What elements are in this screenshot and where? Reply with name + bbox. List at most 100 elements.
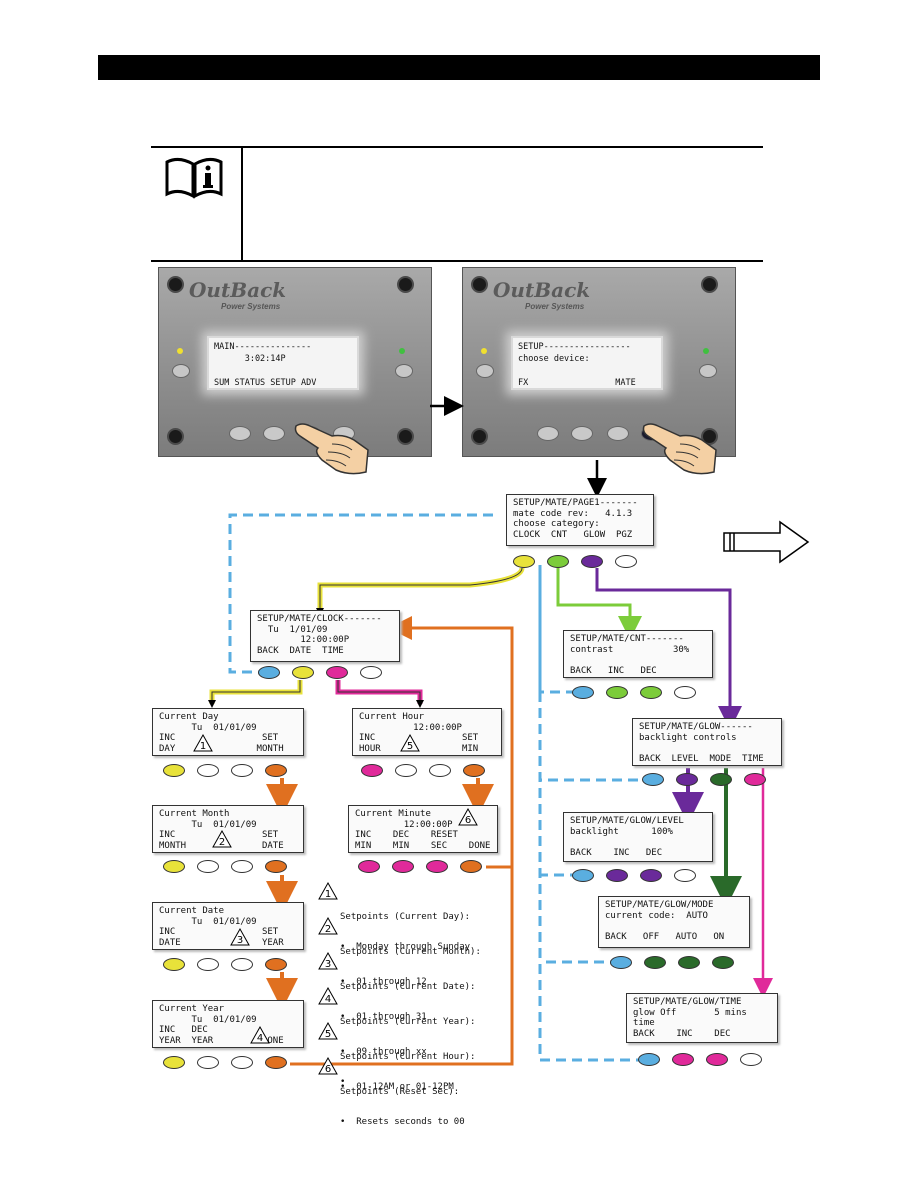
back-button[interactable] xyxy=(610,956,632,969)
legend-title: Setpoints (Current Hour): xyxy=(340,1052,476,1062)
inc-button[interactable] xyxy=(672,1053,694,1066)
soft-key-3[interactable] xyxy=(607,426,629,441)
set-min-button[interactable] xyxy=(463,764,485,777)
svg-text:1: 1 xyxy=(325,889,331,900)
setpoints-legend: 1 Setpoints (Current Day): • Monday thro… xyxy=(318,882,518,1127)
blank-button[interactable] xyxy=(197,958,219,971)
back-button[interactable] xyxy=(638,1053,660,1066)
step-number: 6 xyxy=(465,815,471,826)
logo: OutBack xyxy=(493,278,591,302)
screw-icon xyxy=(701,428,718,445)
blank-button[interactable] xyxy=(740,1053,762,1066)
legend-item: 6 Setpoints (Reset Sec): • Resets second… xyxy=(318,1057,518,1127)
left-arrow-button[interactable] xyxy=(476,364,494,378)
screw-icon xyxy=(471,276,488,293)
inc-date-button[interactable] xyxy=(163,958,185,971)
date-button[interactable] xyxy=(292,666,314,679)
screen-current-minute: Current Minute 12:00:00P INC DEC RESET M… xyxy=(348,805,498,853)
back-button[interactable] xyxy=(258,666,280,679)
right-arrow-button[interactable] xyxy=(395,364,413,378)
soft-key-1[interactable] xyxy=(537,426,559,441)
lcd-display: SETUP----------------- choose device: FX… xyxy=(511,336,663,390)
inc-year-button[interactable] xyxy=(163,1056,185,1069)
step-triangle-icon: 5 xyxy=(318,1022,338,1040)
step-6-triangle-icon: 6 xyxy=(458,808,478,826)
glow-button[interactable] xyxy=(581,555,603,568)
screw-icon xyxy=(167,276,184,293)
inc-day-button[interactable] xyxy=(163,764,185,777)
dec-button[interactable] xyxy=(706,1053,728,1066)
legend-title: Setpoints (Current Month): xyxy=(340,947,481,957)
set-month-button[interactable] xyxy=(265,764,287,777)
screen-current-day: Current Day Tu 01/01/09 INC SET DAY MONT… xyxy=(152,708,304,756)
back-button[interactable] xyxy=(572,686,594,699)
inc-button[interactable] xyxy=(606,686,628,699)
on-button[interactable] xyxy=(712,956,734,969)
legend-title: Setpoints (Current Date): xyxy=(340,982,476,992)
dec-button[interactable] xyxy=(640,869,662,882)
inc-min-button[interactable] xyxy=(358,860,380,873)
screen-current-date: Current Date Tu 01/01/09 INC SET DATE YE… xyxy=(152,902,304,950)
blank-button[interactable] xyxy=(429,764,451,777)
clock-button[interactable] xyxy=(513,555,535,568)
blank-button[interactable] xyxy=(197,764,219,777)
back-button[interactable] xyxy=(572,869,594,882)
logo-subtitle: Power Systems xyxy=(525,302,585,311)
dec-button[interactable] xyxy=(640,686,662,699)
level-button[interactable] xyxy=(676,773,698,786)
step-number: 5 xyxy=(407,741,413,752)
screen-setup-mate-glow-mode: SETUP/MATE/GLOW/MODE current code: AUTO … xyxy=(598,896,750,948)
dec-min-button[interactable] xyxy=(392,860,414,873)
blank-button[interactable] xyxy=(395,764,417,777)
reset-sec-button[interactable] xyxy=(426,860,448,873)
legend-line: • 09 through xx xyxy=(340,1047,427,1057)
blank-button[interactable] xyxy=(231,1056,253,1069)
set-date-button[interactable] xyxy=(265,860,287,873)
inc-button[interactable] xyxy=(606,869,628,882)
blank-button[interactable] xyxy=(197,860,219,873)
off-button[interactable] xyxy=(644,956,666,969)
inc-month-button[interactable] xyxy=(163,860,185,873)
back-button[interactable] xyxy=(642,773,664,786)
pgz-button[interactable] xyxy=(615,555,637,568)
soft-key-1[interactable] xyxy=(229,426,251,441)
soft-key-2[interactable] xyxy=(263,426,285,441)
mode-button[interactable] xyxy=(710,773,732,786)
auto-button[interactable] xyxy=(678,956,700,969)
blank-button[interactable] xyxy=(231,764,253,777)
right-arrow-button[interactable] xyxy=(699,364,717,378)
hollow-arrow-right-icon xyxy=(723,520,810,564)
left-arrow-button[interactable] xyxy=(172,364,190,378)
current-year-buttons xyxy=(163,1056,287,1069)
blank-button[interactable] xyxy=(360,666,382,679)
svg-text:4: 4 xyxy=(325,994,331,1005)
current-day-buttons xyxy=(163,764,287,777)
cnt-button[interactable] xyxy=(547,555,569,568)
step-triangle-icon: 2 xyxy=(318,917,338,935)
legend-item: 1 Setpoints (Current Day): • Monday thro… xyxy=(318,882,518,952)
legend-line: • 01-12AM or 01-12PM xyxy=(340,1082,454,1092)
legend-line: • 01 through 31 xyxy=(340,1012,427,1022)
time-button[interactable] xyxy=(744,773,766,786)
dec-year-button[interactable] xyxy=(197,1056,219,1069)
legend-line: • Monday through Sunday xyxy=(340,942,471,952)
mate-panel-main: OutBack Power Systems MAIN--------------… xyxy=(158,267,432,457)
book-info-icon xyxy=(163,156,225,204)
legend-title: Setpoints (Current Year): xyxy=(340,1017,476,1027)
set-year-button[interactable] xyxy=(265,958,287,971)
blank-button[interactable] xyxy=(674,686,696,699)
blank-button[interactable] xyxy=(231,860,253,873)
done-button[interactable] xyxy=(460,860,482,873)
soft-key-2[interactable] xyxy=(571,426,593,441)
inc-hour-button[interactable] xyxy=(361,764,383,777)
time-button[interactable] xyxy=(326,666,348,679)
svg-text:6: 6 xyxy=(325,1064,331,1075)
legend-line: • Resets seconds to 00 xyxy=(340,1117,465,1127)
screen-setup-mate-glow-level: SETUP/MATE/GLOW/LEVEL backlight 100% BAC… xyxy=(563,812,713,862)
blank-button[interactable] xyxy=(674,869,696,882)
legend-title: Setpoints (Reset Sec): xyxy=(340,1087,460,1097)
screw-icon xyxy=(167,428,184,445)
done-button[interactable] xyxy=(265,1056,287,1069)
blank-button[interactable] xyxy=(231,958,253,971)
legend-line: • 01 through 12 xyxy=(340,977,427,987)
